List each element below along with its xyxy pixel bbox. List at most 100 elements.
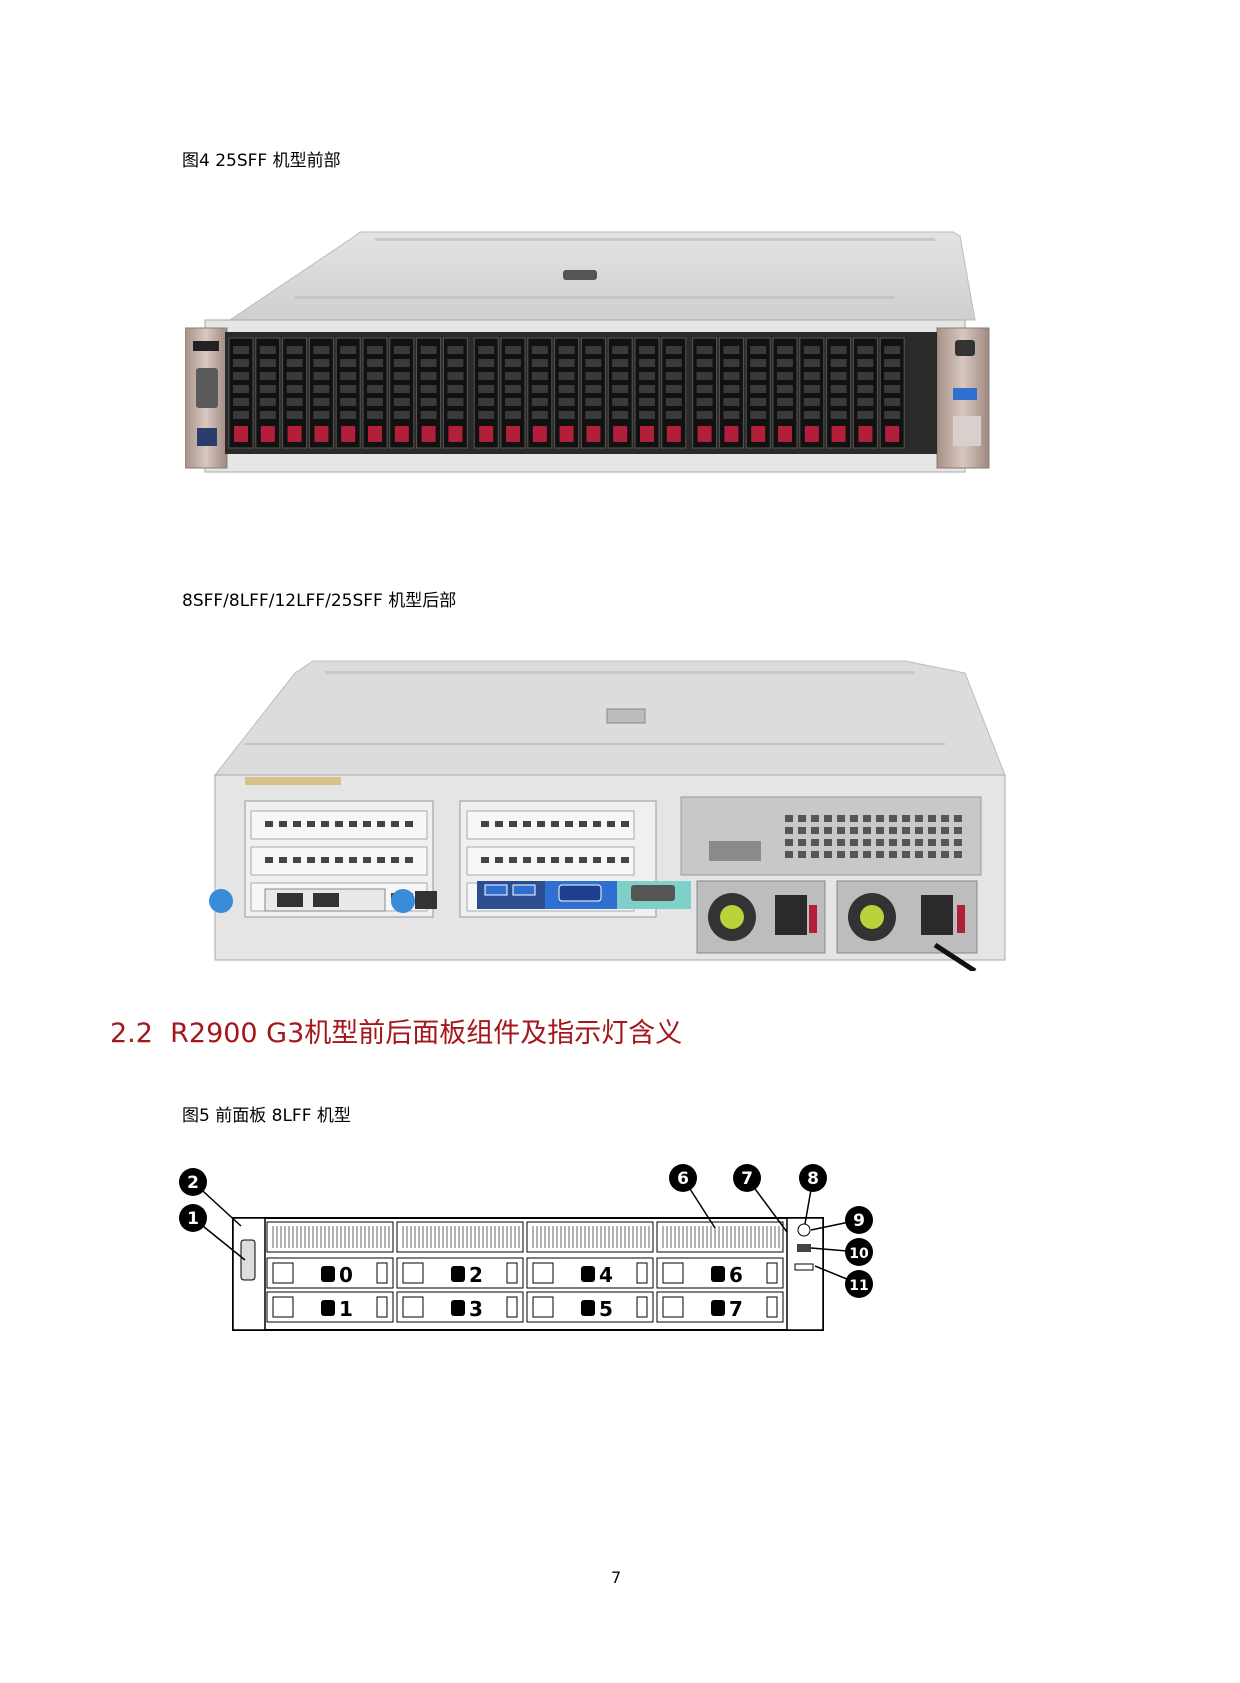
drive-latch — [234, 426, 248, 442]
drive-grille — [612, 385, 629, 393]
drive-grille — [884, 385, 901, 393]
drive-grille — [420, 398, 437, 406]
slot-vent-hole — [279, 857, 287, 863]
slot-vent-hole — [481, 857, 489, 863]
drive-grille — [558, 411, 575, 419]
psu-vent-hole — [915, 839, 923, 846]
bay-grille-panel — [656, 1221, 784, 1253]
drive-grille — [420, 385, 437, 393]
psu-vent-hole — [876, 851, 884, 858]
drive-latch — [666, 426, 681, 442]
disk-stack-icon — [451, 1266, 465, 1282]
drive-grille — [830, 398, 847, 406]
drive-latch — [341, 426, 356, 442]
callout-label-9: 9 — [853, 1211, 865, 1231]
slot-vent-hole — [363, 857, 371, 863]
drive-grille — [857, 411, 874, 419]
psu-vent-hole — [889, 851, 897, 858]
drive-grille — [340, 385, 357, 393]
drive-grille — [585, 398, 602, 406]
drive-grille — [558, 398, 575, 406]
drive-grille — [393, 411, 410, 419]
drive-grille — [531, 398, 548, 406]
drive-grille — [665, 372, 682, 380]
drive-grille — [803, 385, 820, 393]
slot-vent-hole — [593, 821, 601, 827]
psu-vent-hole — [837, 827, 845, 834]
callout-label-7: 7 — [741, 1169, 753, 1189]
psu-vent-hole — [811, 815, 819, 822]
psu-vent-hole — [837, 815, 845, 822]
drive-grille — [830, 346, 847, 354]
drive-grille — [723, 398, 740, 406]
callout-label-8: 8 — [807, 1169, 819, 1189]
callout-circle-7 — [733, 1164, 761, 1192]
drive-grille — [313, 398, 330, 406]
slot-vent-hole — [265, 857, 273, 863]
callout-circle-10 — [845, 1238, 873, 1266]
psu-vent-hole — [876, 815, 884, 822]
drive-grille — [884, 398, 901, 406]
bay-release — [766, 1262, 778, 1284]
bay-release — [506, 1296, 518, 1318]
psu-vent-hole — [928, 815, 936, 822]
slot-vent-hole — [349, 857, 357, 863]
drive-grille — [750, 346, 767, 354]
bay-release — [766, 1296, 778, 1318]
server-rear-image — [209, 660, 1006, 971]
drive-grille — [750, 411, 767, 419]
bay-release — [376, 1296, 388, 1318]
bay-handle — [272, 1296, 294, 1318]
bay-release — [376, 1262, 388, 1284]
slot-vent-hole — [495, 857, 503, 863]
psu-vent-hole — [876, 839, 884, 846]
psu-vent-hole — [863, 827, 871, 834]
drive-grille — [478, 398, 495, 406]
drive-grille — [505, 411, 521, 419]
drive-grille — [696, 346, 713, 354]
drive-grille — [665, 346, 682, 354]
drive-latch — [479, 426, 494, 442]
drive-grille — [393, 398, 410, 406]
drive-grille — [286, 385, 303, 393]
drive-grille — [857, 346, 874, 354]
drive-grille — [447, 398, 464, 406]
drive-grille — [777, 385, 793, 393]
bay-grille-panel — [266, 1221, 394, 1253]
psu-vent-hole — [954, 815, 962, 822]
drive-grille — [884, 359, 901, 367]
psu-vent-hole — [785, 851, 793, 858]
drive-grille — [340, 411, 357, 419]
drive-grille — [447, 346, 464, 354]
drive-grille — [585, 346, 602, 354]
psu-vent-hole — [798, 815, 806, 822]
slot-vent-hole — [537, 821, 545, 827]
drive-grille — [803, 411, 820, 419]
drive-grille — [612, 346, 629, 354]
drive-grille — [259, 372, 276, 380]
slot-vent-hole — [307, 857, 315, 863]
drive-grille — [340, 359, 357, 367]
drive-grille — [723, 372, 740, 380]
bay-handle — [532, 1262, 554, 1284]
callout-circle-6 — [669, 1164, 697, 1192]
drive-grille — [777, 372, 793, 380]
drive-grille — [259, 398, 276, 406]
drive-grille — [803, 359, 820, 367]
drive-grille — [259, 346, 276, 354]
drive-grille — [696, 411, 713, 419]
slot-vent-hole — [265, 821, 273, 827]
drive-grille — [750, 359, 767, 367]
drive-grille — [558, 359, 575, 367]
drive-latch — [613, 426, 628, 442]
drive-grille — [393, 372, 410, 380]
bay-handle — [402, 1296, 424, 1318]
drive-grille — [367, 346, 383, 354]
drive-grille — [750, 398, 767, 406]
drive-grille — [313, 346, 330, 354]
section-number: 2.2 — [110, 1018, 153, 1049]
drive-latch — [751, 426, 766, 442]
slot-vent-hole — [621, 857, 629, 863]
drive-grille — [340, 346, 357, 354]
drive-grille — [558, 372, 575, 380]
